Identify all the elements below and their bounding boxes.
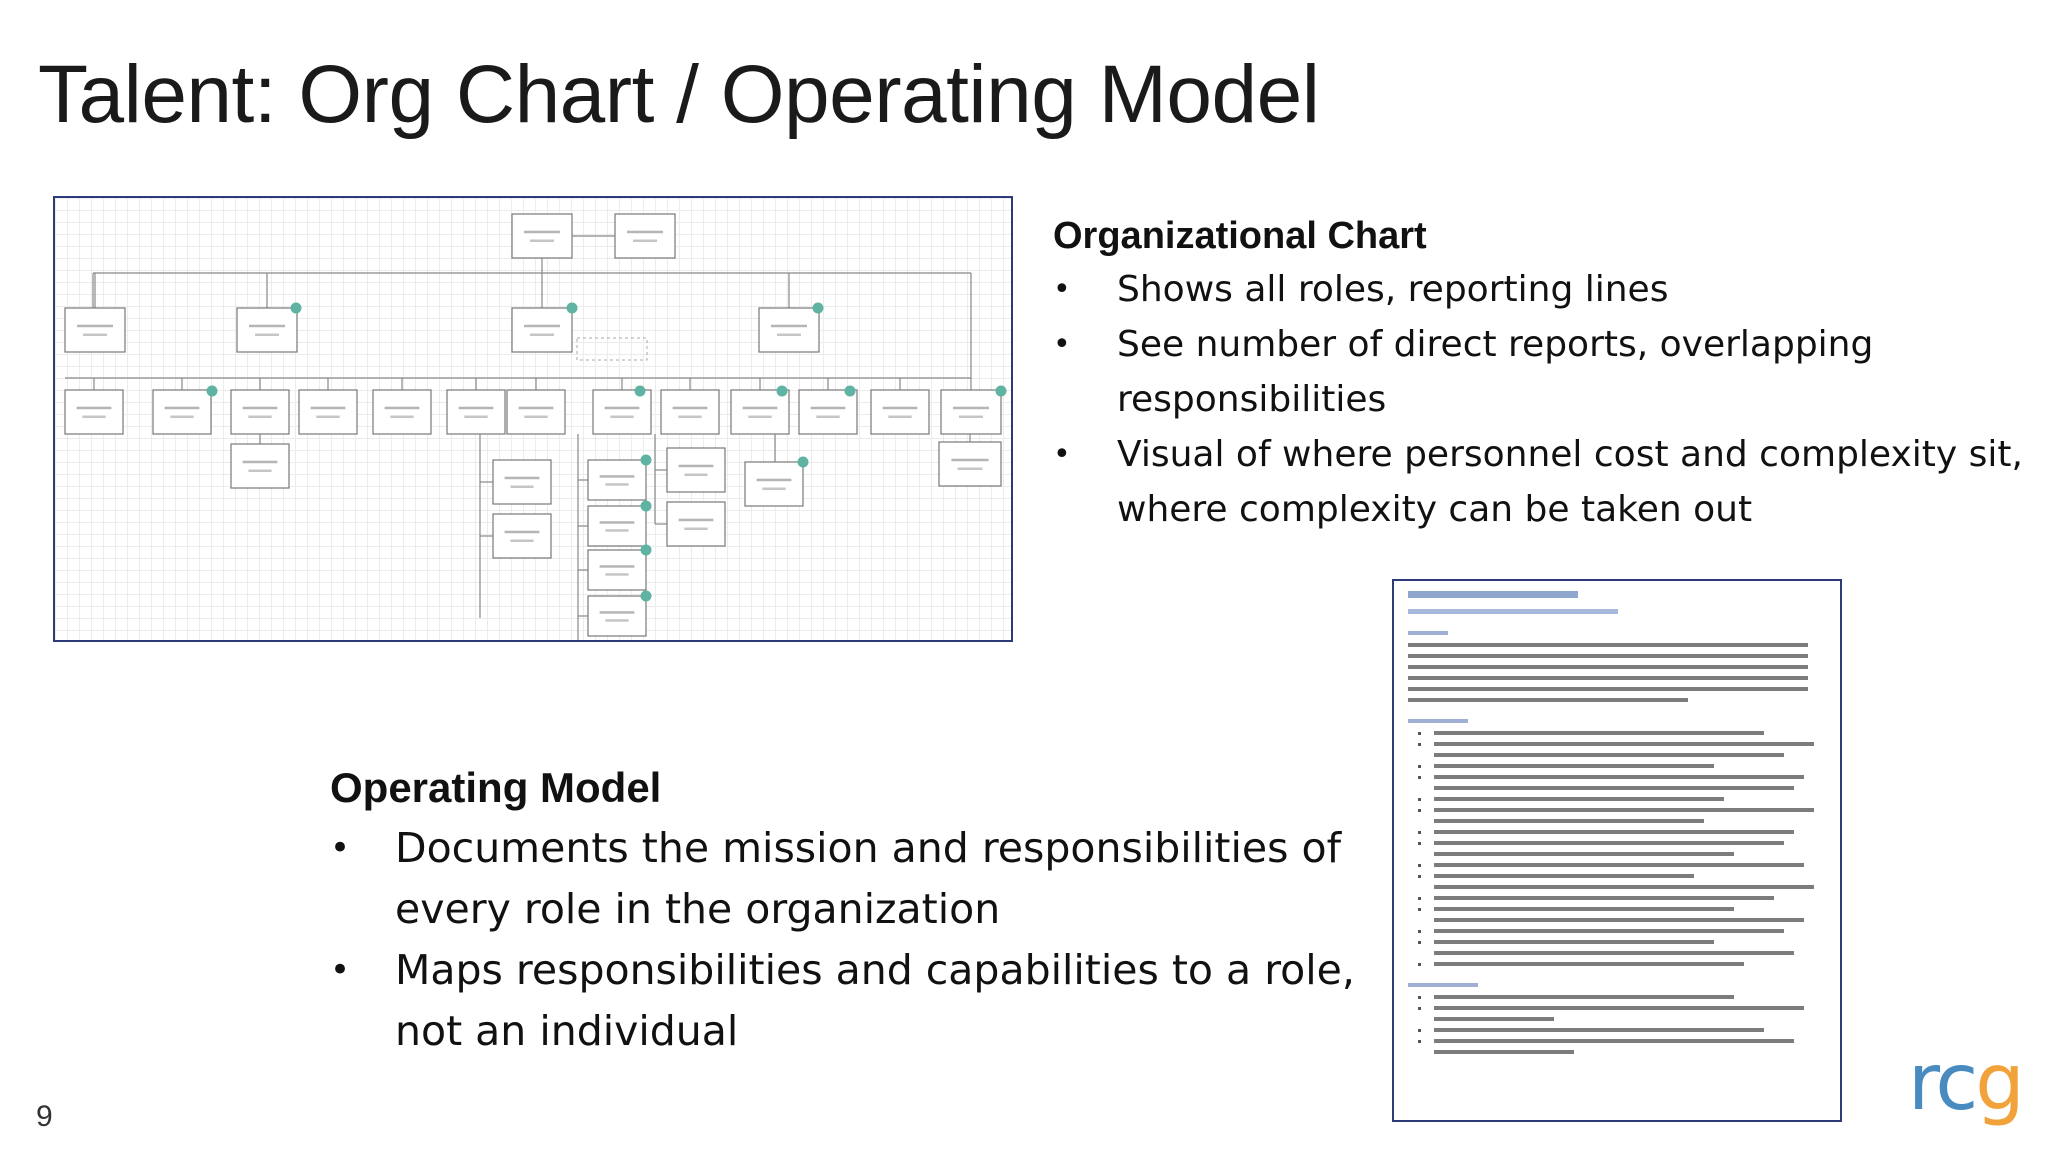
operating-model-bullet: •Maps responsibilities and capabilities … xyxy=(330,940,1370,1062)
slide-title: Talent: Org Chart / Operating Model xyxy=(38,49,1320,140)
org-chart-bullet: •See number of direct reports, overlappi… xyxy=(1053,317,2033,427)
operating-model-bullet-list: •Documents the mission and responsibilit… xyxy=(330,818,1370,1062)
operating-model-heading: Operating Model xyxy=(330,764,662,811)
org-chart-heading: Organizational Chart xyxy=(1053,215,1427,257)
page-number: 9 xyxy=(36,1100,53,1133)
operating-model-bullet: •Documents the mission and responsibilit… xyxy=(330,818,1370,940)
bullet-icon: • xyxy=(1053,327,1071,362)
org-chart-bullet: •Visual of where personnel cost and comp… xyxy=(1053,427,2033,537)
operating-model-text-block: Operating Model •Documents the mission a… xyxy=(330,758,1370,1062)
bullet-icon: • xyxy=(330,828,351,868)
operating-model-document-thumbnail xyxy=(1392,579,1842,1122)
document-page-image xyxy=(1408,591,1814,1054)
bullet-icon: • xyxy=(1053,437,1071,472)
org-chart-text-block: Organizational Chart •Shows all roles, r… xyxy=(1053,210,2033,537)
org-chart-bullet-list: •Shows all roles, reporting lines •See n… xyxy=(1053,262,2033,537)
org-chart-diagram xyxy=(64,213,1007,640)
rcg-logo: rcg xyxy=(1908,1038,2025,1128)
bullet-icon: • xyxy=(330,950,351,990)
org-chart-thumbnail xyxy=(53,196,1013,642)
org-chart-bullet: •Shows all roles, reporting lines xyxy=(1053,262,2033,317)
bullet-icon: • xyxy=(1053,272,1071,307)
